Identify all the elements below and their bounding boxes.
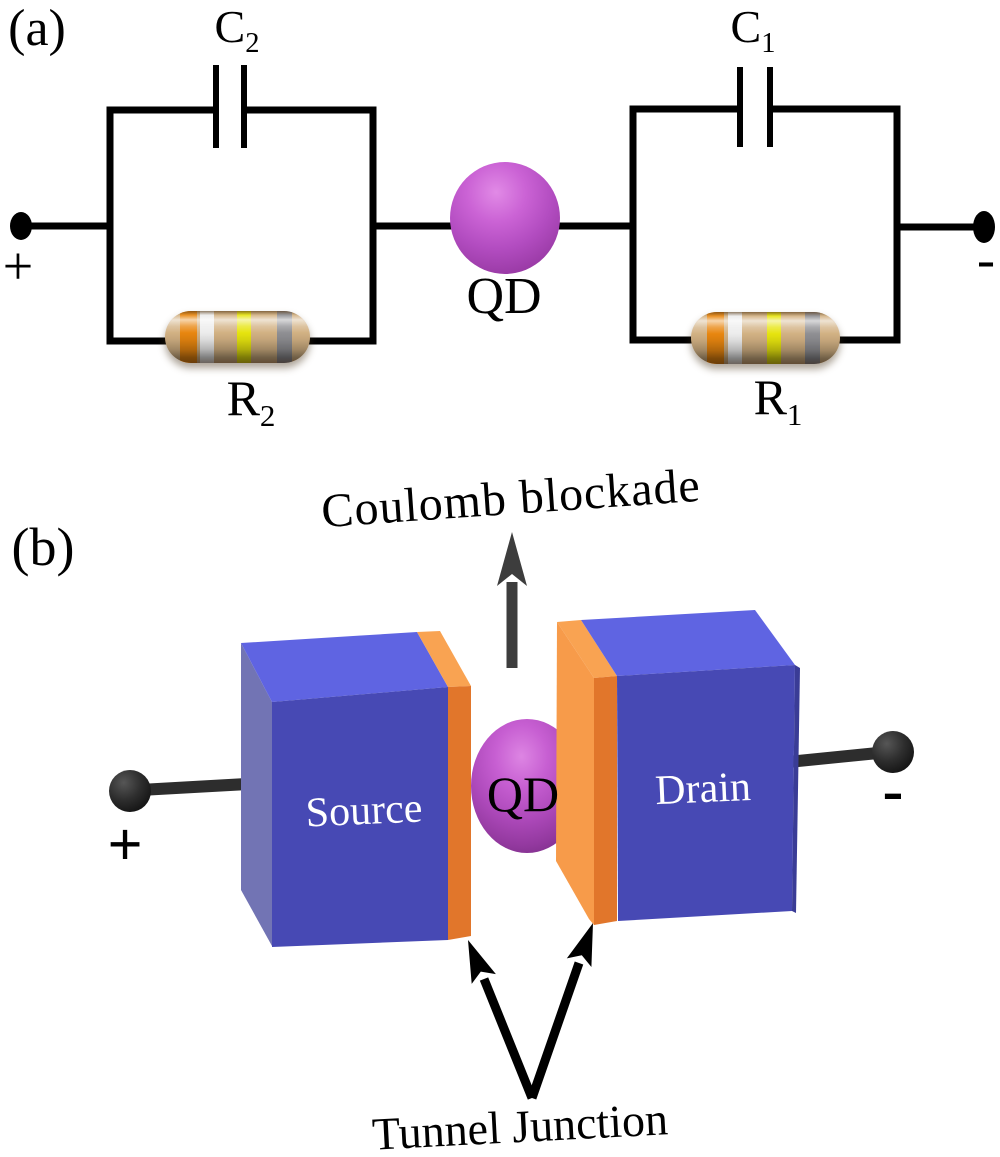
drain-lead-ball	[872, 731, 914, 773]
resistor-r1-label: R1	[753, 369, 803, 430]
resistor-band-gray	[277, 311, 292, 363]
drain-block-top-face	[581, 610, 795, 676]
device-schematic	[109, 532, 914, 1100]
source-lead-ball	[109, 770, 151, 812]
resistor-band-white	[200, 311, 214, 363]
resistor-band-gray	[805, 312, 820, 364]
right-terminal-dot	[973, 211, 995, 243]
source-tunnel-barrier-top	[417, 631, 471, 687]
coulomb-blockade-arrow-icon	[497, 532, 527, 668]
quantum-dot-label-b: QD	[486, 766, 560, 822]
resistor-r1-sub: 1	[786, 397, 803, 432]
resistor-r2-base: R	[226, 370, 260, 426]
left-terminal-dot	[10, 212, 32, 240]
capacitor-c2-label: C2	[214, 1, 260, 58]
drain-tunnel-barrier-front	[594, 676, 617, 925]
capacitor-c1-sub: 1	[761, 28, 776, 60]
resistor-band-orange	[707, 312, 724, 364]
source-block-front-face	[272, 687, 448, 947]
resistor-r1-base: R	[753, 369, 787, 425]
drain-block-front-face	[617, 665, 795, 921]
source-label: Source	[304, 785, 424, 837]
tunnel-junction-arrows-icon	[468, 923, 593, 1100]
capacitor-c2-sub: 2	[245, 28, 260, 60]
coulomb-arrow-head	[497, 532, 527, 586]
positive-terminal-label-b: +	[107, 811, 143, 879]
drain-block-edge-face	[792, 665, 800, 913]
quantum-dot-sphere	[450, 162, 560, 274]
resistor-r2-label: R2	[226, 370, 276, 431]
resistor-r2	[165, 311, 310, 363]
capacitor-c2-base: C	[214, 1, 246, 52]
drain-tunnel-barrier-side	[556, 622, 594, 925]
source-tunnel-barrier-front	[448, 686, 471, 940]
capacitor-c1-base: C	[730, 1, 762, 52]
drain-lead-rod	[782, 747, 884, 768]
resistor-band-orange	[180, 311, 197, 363]
source-block-side-face	[241, 643, 272, 946]
resistor-r2-sub: 2	[259, 398, 276, 433]
tunnel-arrow-right-head	[566, 923, 593, 967]
negative-terminal-label-b: -	[882, 757, 904, 825]
resistor-band-yellow	[767, 312, 781, 364]
negative-terminal-label-a: -	[977, 229, 995, 289]
tunnel-arrow-right-shaft	[527, 961, 584, 1100]
drain-tunnel-barrier-top	[557, 620, 617, 678]
quantum-dot-sphere-b	[471, 719, 583, 853]
source-block-top-face	[241, 632, 448, 702]
quantum-dot-label-a: QD	[466, 268, 542, 325]
capacitor-c1-label: C1	[730, 1, 776, 58]
resistor-r1	[691, 312, 840, 364]
drain-label: Drain	[654, 763, 752, 815]
resistor-band-white	[728, 312, 742, 364]
panel-a-label: (a)	[8, 0, 66, 57]
tunnel-arrow-left-shaft	[479, 977, 537, 1100]
resistor-band-yellow	[237, 311, 251, 363]
right-rc-loop	[629, 105, 901, 344]
panel-b-label: (b)	[11, 517, 75, 577]
positive-terminal-label-a: +	[2, 236, 34, 296]
tunnel-arrow-left-head	[468, 940, 496, 984]
